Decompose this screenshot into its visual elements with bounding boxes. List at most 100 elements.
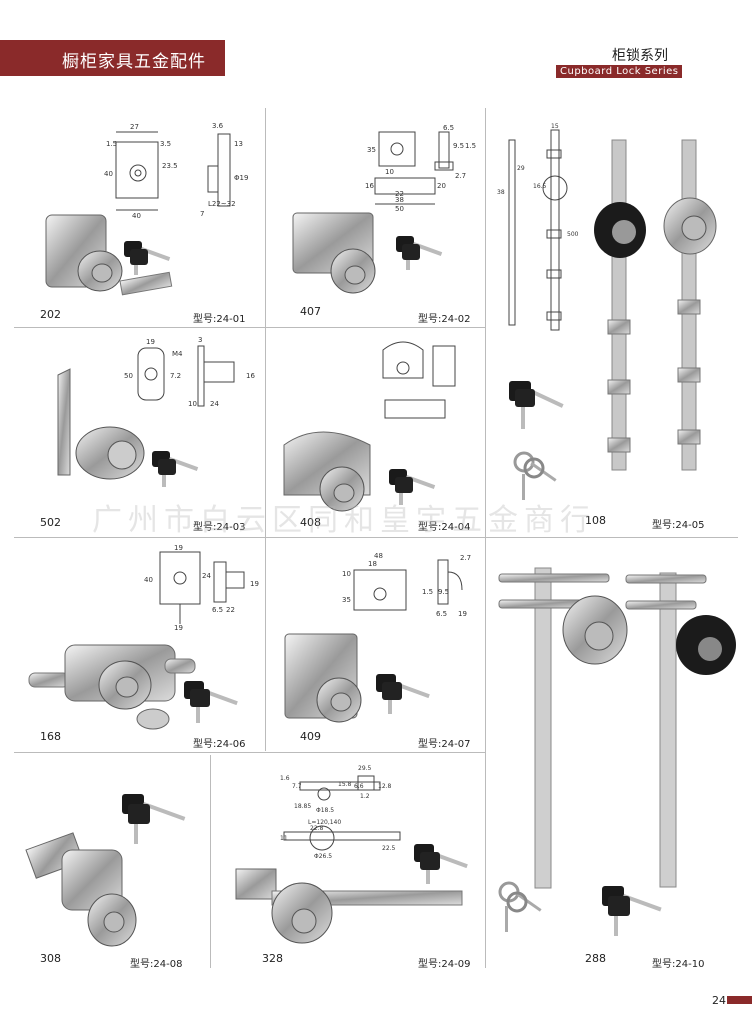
grid-divider bbox=[265, 108, 266, 751]
dimension-label: 7 bbox=[200, 210, 204, 218]
dimension-label: 9.5 bbox=[438, 588, 449, 596]
page-accent-bar bbox=[727, 996, 752, 1004]
key-icon bbox=[602, 886, 662, 936]
dimension-label: 19 bbox=[174, 624, 183, 632]
lock-202-photo bbox=[45, 214, 173, 296]
lock-407-diagram: 35 10 16 22 38 50 6.5 9.5 1.5 2.7 20 bbox=[365, 124, 476, 213]
dimension-label: 29 bbox=[517, 165, 525, 172]
dimension-label: L=120,140 bbox=[308, 819, 341, 826]
dimension-label: 40 bbox=[104, 170, 113, 178]
grid-divider bbox=[14, 752, 485, 753]
product-code: 308 bbox=[40, 952, 61, 965]
product-model: 型号:24-08 bbox=[130, 959, 183, 970]
key-icon bbox=[513, 451, 557, 500]
dimension-label: 19 bbox=[146, 338, 155, 346]
grid-divider bbox=[210, 755, 211, 968]
grid-divider bbox=[14, 537, 738, 538]
dimension-label: Φ19 bbox=[234, 174, 248, 182]
dimension-label: 20 bbox=[437, 182, 446, 190]
product-code: 328 bbox=[262, 952, 283, 965]
key-icon bbox=[498, 881, 542, 932]
dimension-label: 23.5 bbox=[162, 162, 178, 170]
lock-202-diagram: 27 1.5 3.5 40 23.5 40 3.6 13 Φ19 7 L22~3… bbox=[104, 122, 248, 220]
dimension-label: 40 bbox=[132, 212, 141, 220]
product-code: 502 bbox=[40, 516, 61, 529]
product-model: 型号:24-03 bbox=[193, 522, 246, 533]
dimension-label: 7.7 bbox=[292, 783, 302, 790]
lock-408-diagram bbox=[382, 341, 456, 419]
dimension-label: 3.6 bbox=[212, 122, 224, 130]
brand-banner: 橱柜家具五金配件 bbox=[0, 40, 225, 76]
lock-288-photo-black bbox=[625, 572, 736, 888]
dimension-label: 3.5 bbox=[160, 140, 171, 148]
dimension-label: 19 bbox=[458, 610, 467, 618]
dimension-label: 6.5 bbox=[443, 124, 454, 132]
dimension-label: 1.5 bbox=[422, 588, 433, 596]
lock-409-diagram: 48 18 10 35 2.7 1.5 9.5 6.5 19 bbox=[342, 552, 471, 618]
lock-108-photo-chrome bbox=[663, 139, 717, 471]
dimension-label: 16 bbox=[365, 182, 374, 190]
key-icon bbox=[414, 844, 468, 884]
lock-288-photo-chrome bbox=[498, 567, 628, 889]
dimension-label: 10 bbox=[385, 168, 394, 176]
brand-title: 橱柜家具五金配件 bbox=[62, 52, 206, 72]
product-code: 168 bbox=[40, 730, 61, 743]
product-code: 409 bbox=[300, 730, 321, 743]
dimension-label: 18.85 bbox=[294, 803, 311, 810]
dimension-label: 27 bbox=[130, 123, 139, 131]
dimension-label: 7.2 bbox=[170, 372, 181, 380]
dimension-label: 16 bbox=[246, 372, 255, 380]
dimension-label: 11 bbox=[280, 835, 288, 842]
dimension-label: 1.5 bbox=[465, 142, 476, 150]
product-model: 型号:24-07 bbox=[418, 739, 471, 750]
lock-328-photo bbox=[235, 868, 463, 944]
product-model: 型号:24-04 bbox=[418, 522, 471, 533]
lock-407-photo bbox=[292, 212, 376, 294]
dimension-label: 22 bbox=[226, 606, 235, 614]
product-model: 型号:24-10 bbox=[652, 959, 705, 970]
product-model: 型号:24-02 bbox=[418, 314, 471, 325]
key-icon bbox=[184, 681, 238, 723]
dimension-label: 10 bbox=[342, 570, 351, 578]
product-code: 288 bbox=[585, 952, 606, 965]
dimension-label: 29.5 bbox=[358, 765, 372, 772]
key-icon bbox=[389, 469, 436, 505]
dimension-label: 24 bbox=[210, 400, 219, 408]
dimension-label: 1.2 bbox=[360, 793, 370, 800]
product-model: 型号:24-05 bbox=[652, 520, 705, 531]
dimension-label: 22 bbox=[395, 190, 404, 198]
product-code: 202 bbox=[40, 308, 61, 321]
lock-502-photo bbox=[57, 368, 145, 480]
dimension-label: 10 bbox=[188, 400, 197, 408]
dimension-label: 3 bbox=[198, 336, 202, 344]
key-icon bbox=[122, 794, 186, 844]
lock-168-diagram: 19 40 24 19 6.5 22 19 bbox=[144, 544, 259, 632]
key-icon bbox=[376, 674, 430, 714]
lock-328-diagram: 29.5 1.6 7.7 15.8 6.6 12.8 1.2 18.85 Φ18… bbox=[280, 765, 401, 860]
key-icon bbox=[509, 381, 564, 429]
product-model: 型号:24-01 bbox=[193, 314, 246, 325]
series-title-en: Cupboard Lock Series bbox=[556, 65, 683, 78]
dimension-label: 15 bbox=[551, 123, 559, 130]
dimension-label: 19 bbox=[250, 580, 259, 588]
dimension-label: 35 bbox=[367, 146, 376, 154]
dimension-label: 18 bbox=[368, 560, 377, 568]
dimension-label: 1.6 bbox=[280, 775, 290, 782]
dimension-label: 6.6 bbox=[354, 783, 364, 790]
product-code: 408 bbox=[300, 516, 321, 529]
dimension-label: 9.5 bbox=[453, 142, 464, 150]
lock-168-photo bbox=[28, 644, 196, 730]
dimension-label: 12.8 bbox=[378, 783, 392, 790]
dimension-label: 35 bbox=[342, 596, 351, 604]
dimension-label: 500 bbox=[567, 231, 579, 238]
dimension-label: 2.7 bbox=[460, 554, 471, 562]
dimension-label: 48 bbox=[374, 552, 383, 560]
grid-divider bbox=[485, 108, 486, 968]
dimension-label: 40 bbox=[144, 576, 153, 584]
key-icon bbox=[124, 241, 171, 275]
dimension-label: 19 bbox=[174, 544, 183, 552]
product-model: 型号:24-06 bbox=[193, 739, 246, 750]
dimension-label: 15.8 bbox=[338, 781, 352, 788]
dimension-label: 50 bbox=[395, 205, 404, 213]
dimension-label: 22.8 bbox=[310, 825, 324, 832]
